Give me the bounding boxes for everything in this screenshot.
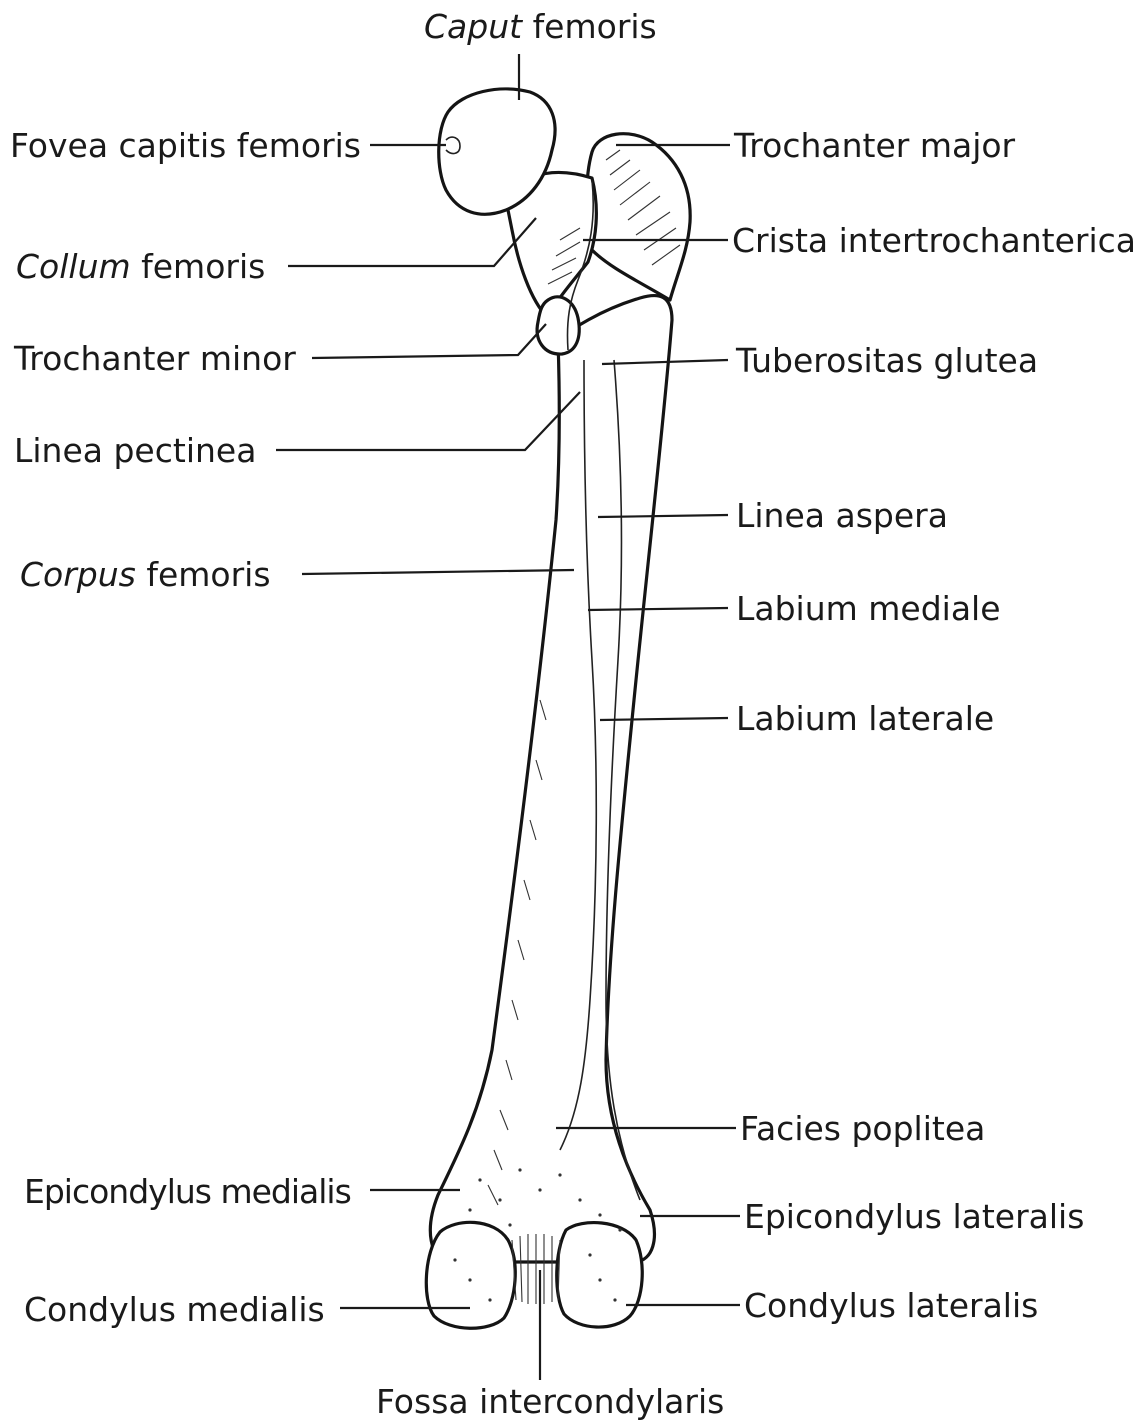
- greater-trochanter: [587, 134, 690, 300]
- label-epicondylus-lateralis: Epicondylus lateralis: [744, 1197, 1084, 1236]
- lateral-condyle: [557, 1223, 643, 1327]
- label-collum-femoris: Collum femoris: [16, 247, 265, 286]
- label-collum-emph: Collum: [16, 247, 131, 286]
- label-linea-aspera: Linea aspera: [736, 496, 948, 535]
- label-condylus-medialis: Condylus medialis: [24, 1290, 325, 1329]
- label-caput-rest: femoris: [522, 7, 657, 46]
- femur-illustration: [426, 89, 690, 1328]
- label-epicondylus-medialis: Epicondylus medialis: [24, 1172, 351, 1211]
- label-collum-rest: femoris: [131, 247, 266, 286]
- leader-corpus: [302, 570, 574, 574]
- label-corpus-rest: femoris: [136, 555, 271, 594]
- leader-linea-pectinea: [276, 392, 580, 450]
- label-fovea-capitis-femoris: Fovea capitis femoris: [10, 126, 361, 165]
- label-crista-intertrochanterica: Crista intertrochanterica: [732, 221, 1136, 260]
- label-linea-pectinea: Linea pectinea: [14, 431, 256, 470]
- leader-troch-minor: [312, 324, 546, 358]
- label-caput-femoris: Caput femoris: [424, 7, 657, 46]
- label-trochanter-major: Trochanter major: [733, 126, 1016, 165]
- label-caput-emph: Caput: [424, 7, 523, 46]
- label-trochanter-minor: Trochanter minor: [13, 339, 296, 378]
- medial-condyle: [426, 1222, 515, 1328]
- label-fossa-intercondylaris: Fossa intercondylaris: [376, 1382, 724, 1420]
- leader-collum: [288, 218, 536, 266]
- label-corpus-femoris: Corpus femoris: [20, 555, 271, 594]
- label-tuberositas-glutea: Tuberositas glutea: [735, 341, 1038, 380]
- femoral-shaft: [430, 296, 672, 1262]
- label-corpus-emph: Corpus: [20, 555, 136, 594]
- label-labium-laterale: Labium laterale: [736, 699, 994, 738]
- label-facies-poplitea: Facies poplitea: [740, 1109, 985, 1148]
- label-labium-mediale: Labium mediale: [736, 589, 1001, 628]
- label-condylus-lateralis: Condylus lateralis: [744, 1286, 1038, 1325]
